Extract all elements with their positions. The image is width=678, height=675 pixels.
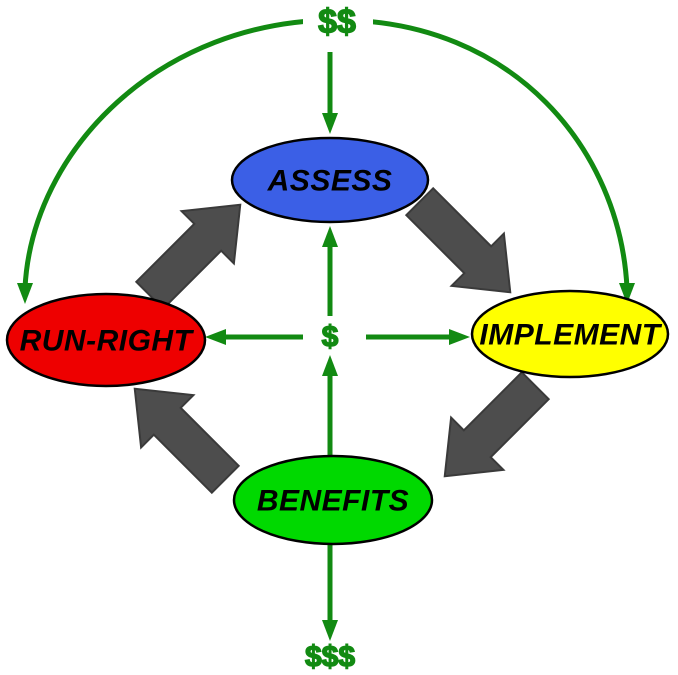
arrowhead-benefits-to-payoff xyxy=(322,620,338,641)
node-assess-label: ASSESS xyxy=(267,165,393,198)
top-money-label: $$ xyxy=(318,3,356,41)
cycle-arrow-benefits-to-run-right xyxy=(133,387,241,495)
arrowhead-funds-to-assess xyxy=(322,113,338,134)
node-run-right-label: RUN-RIGHT xyxy=(20,325,195,358)
arrowhead-arc-to-implement xyxy=(619,283,635,304)
bottom-money-label: $$$ xyxy=(305,641,355,674)
top-label-backdrop xyxy=(303,0,373,42)
cycle-arrow-implement-to-benefits xyxy=(443,370,551,478)
node-benefits-label: BENEFITS xyxy=(257,485,409,518)
node-implement-label: IMPLEMENT xyxy=(479,319,662,352)
arrowhead-center-to-implement xyxy=(449,329,470,345)
arrowhead-center-to-run-right xyxy=(205,329,226,345)
node-assess xyxy=(230,136,430,224)
center-money-label: $ xyxy=(322,321,339,354)
arrowhead-arc-to-run-right xyxy=(17,283,33,304)
cycle-arrow-run-right-to-assess xyxy=(134,203,242,311)
arrowhead-benefits-to-center xyxy=(322,355,338,376)
node-implement xyxy=(470,289,670,379)
arrowhead-center-to-assess xyxy=(322,226,338,247)
node-benefits xyxy=(232,454,434,546)
cycle-arrow-assess-to-implement xyxy=(404,186,512,294)
node-run-right xyxy=(5,292,207,388)
